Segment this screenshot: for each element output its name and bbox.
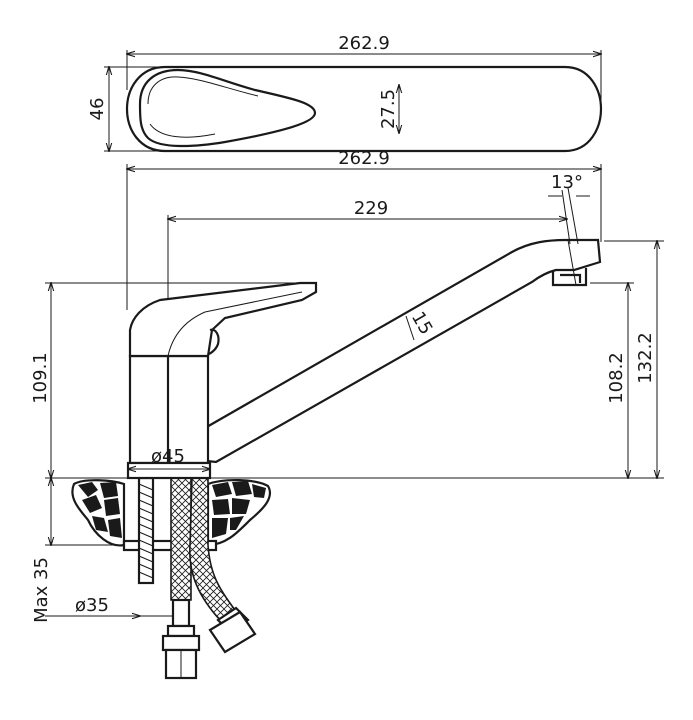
lever-handle [128, 281, 318, 358]
dim-max-thickness: Max 35 [31, 557, 52, 623]
dim-total-height: 132.2 [635, 332, 656, 384]
dim-side-width: 262.9 [338, 148, 390, 169]
dim-spout-angle: 13° [551, 172, 583, 193]
dim-body-height: 109.1 [30, 352, 51, 404]
side-view: 262.9 229 13° 15 109.1 108.2 132.2 ø45 M… [30, 148, 664, 680]
dim-top-width: 262.9 [338, 33, 390, 54]
spout [196, 238, 602, 464]
dim-handle-width: 27.5 [378, 89, 399, 129]
mounting-plate [122, 539, 218, 552]
top-view: 262.9 46 27.5 [87, 33, 603, 153]
dim-spout-reach: 229 [354, 198, 388, 219]
handle-top-outline [125, 65, 603, 153]
countertop-section [71, 479, 271, 547]
handle-lever-top [138, 68, 317, 148]
dim-top-height: 46 [87, 98, 108, 121]
dim-hole-diameter: ø35 [75, 595, 109, 616]
dim-outlet-height: 108.2 [606, 352, 627, 404]
threaded-stud [137, 476, 155, 585]
spout-angle-marker [548, 187, 590, 245]
flex-hoses [161, 477, 257, 680]
dim-base-diameter: ø45 [151, 446, 185, 467]
